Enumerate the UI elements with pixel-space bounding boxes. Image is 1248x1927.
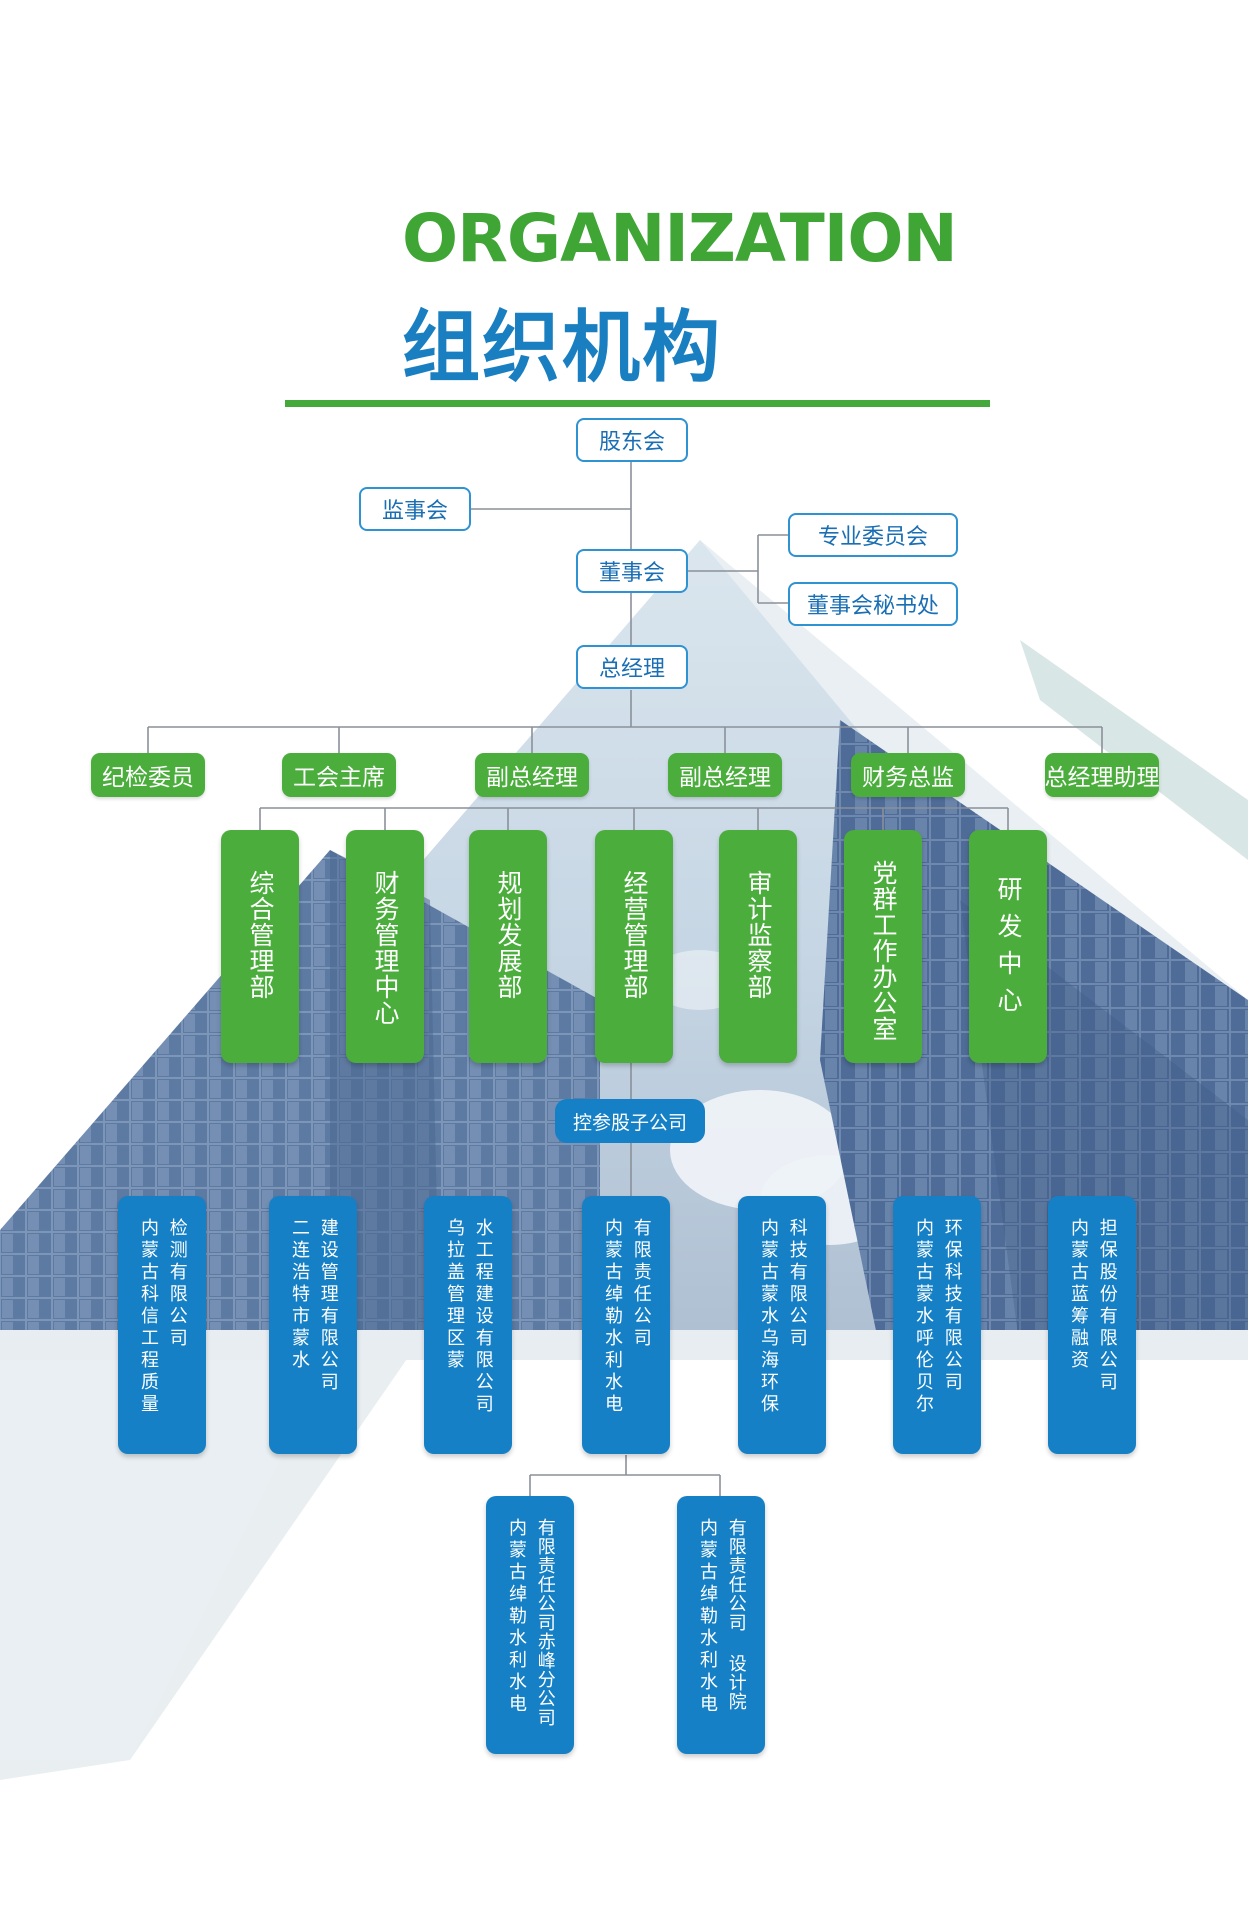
dept-label: 规划发展部 [494, 870, 523, 1000]
dept-label: 研发中心 [994, 876, 1023, 1024]
title-divider [285, 400, 990, 407]
professional-committee: 专业委员会 [788, 513, 958, 557]
subsidiary-name-line1: 内蒙古蒙水乌海环保 [758, 1218, 779, 1416]
subsidiary-name-line2: 环保科技有限公司 [941, 1218, 963, 1394]
subsidiary-name-line2: 有限责任公司 [630, 1218, 652, 1350]
title-english: ORGANIZATION [402, 200, 958, 277]
dept-label: 经营管理部 [620, 870, 649, 1000]
title-chinese: 组织机构 [402, 303, 723, 393]
subsidiary-name-line1: 乌拉盖管理区蒙 [444, 1218, 465, 1372]
holding-subsidiaries-label: 控参股子公司 [555, 1099, 705, 1143]
subsidiary-kexin-engineering: 内蒙古科信工程质量 检测有限公司 [118, 1196, 206, 1454]
dept-planning-development: 规划发展部 [469, 830, 547, 1063]
exec-union-chairman: 工会主席 [282, 753, 396, 797]
subsidiary-chuole-hydropower: 内蒙古绰勒水利水电 有限责任公司 [582, 1196, 670, 1454]
dept-finance-center: 财务管理中心 [346, 830, 424, 1063]
subsidiary-wuhai-environmental: 内蒙古蒙水乌海环保 科技有限公司 [738, 1196, 826, 1454]
subsidiary-name-line2: 建设管理有限公司 [317, 1218, 339, 1394]
dept-label: 财务管理中心 [371, 870, 400, 1026]
board-of-directors: 董事会 [576, 549, 688, 593]
subsidiary-name-line2: 担保股份有限公司 [1096, 1218, 1118, 1394]
subsidiary-name-line2: 检测有限公司 [166, 1218, 188, 1350]
subsidiary-erenhot-mengshui: 二连浩特市蒙水 建设管理有限公司 [269, 1196, 357, 1454]
dept-label: 审计监察部 [744, 870, 773, 1000]
general-manager: 总经理 [576, 645, 688, 689]
branch-name-line1: 内蒙古绰勒水利水电 [697, 1518, 718, 1716]
subsidiary-hulunbuir-environmental: 内蒙古蒙水呼伦贝尔 环保科技有限公司 [893, 1196, 981, 1454]
subsidiary-name-line2: 水工程建设有限公司 [472, 1218, 494, 1416]
branch-design-institute: 内蒙古绰勒水利水电 有限责任公司 设计院 [677, 1496, 765, 1754]
exec-deputy-gm-2: 副总经理 [668, 753, 782, 797]
dept-general-management: 综合管理部 [221, 830, 299, 1063]
branch-name-line2: 有限责任公司赤峰分公司 [534, 1518, 556, 1727]
dept-operations-management: 经营管理部 [595, 830, 673, 1063]
dept-audit-supervision: 审计监察部 [719, 830, 797, 1063]
dept-party-office: 党群工作办公室 [844, 830, 922, 1063]
exec-discipline-inspector: 纪检委员 [91, 753, 205, 797]
subsidiary-name-line1: 内蒙古蒙水呼伦贝尔 [913, 1218, 934, 1416]
branch-name-line1: 内蒙古绰勒水利水电 [506, 1518, 527, 1716]
dept-label: 党群工作办公室 [869, 860, 898, 1042]
dept-rnd-center: 研发中心 [969, 830, 1047, 1063]
exec-finance-director: 财务总监 [851, 753, 965, 797]
board-secretariat: 董事会秘书处 [788, 582, 958, 626]
branch-chifeng: 内蒙古绰勒水利水电 有限责任公司赤峰分公司 [486, 1496, 574, 1754]
branch-name-line2: 有限责任公司 设计院 [725, 1518, 747, 1711]
exec-gm-assistant: 总经理助理 [1045, 753, 1160, 797]
subsidiary-lanchou-guarantee: 内蒙古蓝筹融资 担保股份有限公司 [1048, 1196, 1136, 1454]
exec-deputy-gm-1: 副总经理 [475, 753, 589, 797]
board-of-supervisors: 监事会 [359, 487, 471, 531]
shareholders-meeting: 股东会 [576, 418, 688, 462]
subsidiary-name-line1: 内蒙古绰勒水利水电 [602, 1218, 623, 1416]
subsidiary-name-line1: 内蒙古科信工程质量 [138, 1218, 159, 1416]
dept-label: 综合管理部 [246, 870, 275, 1000]
subsidiary-name-line1: 二连浩特市蒙水 [289, 1218, 310, 1372]
subsidiary-wulagai-mengshui: 乌拉盖管理区蒙 水工程建设有限公司 [424, 1196, 512, 1454]
subsidiary-name-line1: 内蒙古蓝筹融资 [1068, 1218, 1089, 1372]
subsidiary-name-line2: 科技有限公司 [786, 1218, 808, 1350]
